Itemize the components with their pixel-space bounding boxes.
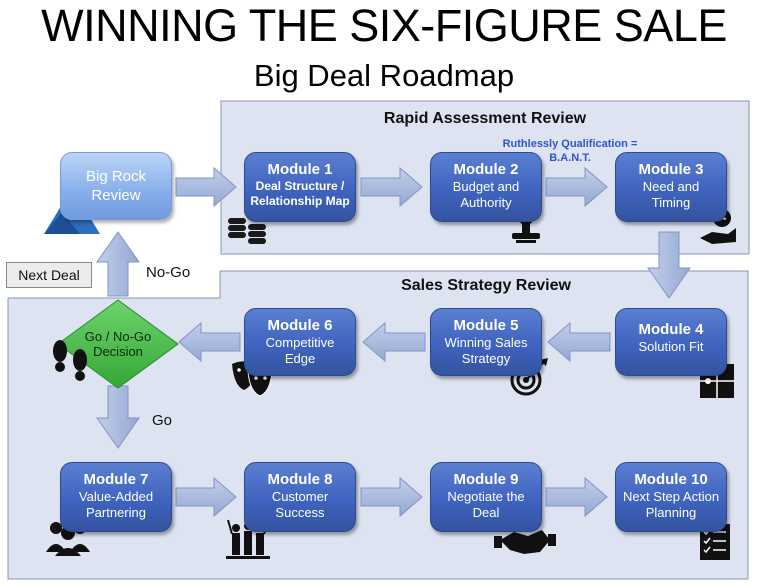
module-4-box: Module 4 Solution Fit (615, 308, 727, 376)
arrow-m7-to-m8 (175, 476, 237, 518)
decision-diamond (57, 299, 179, 389)
arrow-m9-to-m10 (545, 476, 608, 518)
footprints-icon (53, 340, 87, 381)
sales-strategy-label: Sales Strategy Review (401, 277, 571, 294)
page-subtitle: Big Deal Roadmap (253, 58, 515, 93)
module-9-title: Module 9 (453, 471, 519, 488)
module-6-title: Module 6 (267, 317, 333, 334)
module-1-subtitle: Deal Structure / Relationship Map (250, 179, 350, 208)
module-4-subtitle: Solution Fit (638, 339, 704, 354)
module-1-title: Module 1 (267, 161, 333, 178)
module-3-title: Module 3 (638, 161, 704, 178)
module-10-subtitle: Next Step Action Planning (622, 489, 720, 520)
rapid-assessment-label: Rapid Assessment Review (383, 110, 587, 127)
arrow-m3-to-m4 (647, 231, 691, 299)
module-6-box: Module 6 Competitive Edge (244, 308, 356, 376)
module-2-box: Module 2 Budget and Authority (430, 152, 542, 222)
module-2-subtitle: Budget and Authority (452, 179, 520, 210)
page-title: WINNING THE SIX-FIGURE SALE (41, 0, 727, 51)
go-label: Go (152, 412, 173, 429)
module-5-subtitle: Winning Sales Strategy (444, 335, 528, 366)
module-8-subtitle: Customer Success (271, 489, 329, 520)
arrow-m2-to-m3 (545, 166, 608, 208)
module-10-title: Module 10 (634, 471, 708, 488)
module-4-title: Module 4 (638, 321, 704, 338)
arrow-m1-to-m2 (360, 166, 423, 208)
module-7-title: Module 7 (83, 471, 149, 488)
arrow-bigrock-to-m1 (175, 166, 237, 208)
module-7-box: Module 7 Value-Added Partnering (60, 462, 172, 532)
decision-text: Go / No-Go Decision (84, 329, 152, 359)
module-8-box: Module 8 Customer Success (244, 462, 356, 532)
handshake-icon (494, 530, 556, 554)
arrow-m4-to-m5 (547, 321, 611, 363)
decision-label: Go / No-Go Decision (68, 329, 168, 359)
arrow-m8-to-m9 (360, 476, 423, 518)
no-go-label: No-Go (146, 264, 191, 281)
qualification-note: Ruthlessly Qualification = B.A.N.T. (502, 138, 638, 164)
arrow-decision-to-bigrock (96, 231, 140, 297)
module-9-box: Module 9 Negotiate the Deal (430, 462, 542, 532)
module-6-subtitle: Competitive Edge (265, 335, 335, 366)
module-3-subtitle: Need and Timing (642, 179, 700, 210)
module-9-subtitle: Negotiate the Deal (447, 489, 525, 520)
arrow-m6-to-decision (178, 321, 241, 363)
coins-icon (228, 218, 266, 244)
next-deal-box: Next Deal (6, 262, 92, 288)
module-10-box: Module 10 Next Step Action Planning (615, 462, 727, 532)
arrow-decision-to-m7 (96, 385, 140, 449)
arrow-m5-to-m6 (362, 321, 426, 363)
module-1-box: Module 1 Deal Structure / Relationship M… (244, 152, 356, 222)
big-rock-review-label: Big Rock Review (85, 168, 147, 204)
module-2-title: Module 2 (453, 161, 519, 178)
big-rock-review-box: Big Rock Review (60, 152, 172, 220)
module-5-title: Module 5 (453, 317, 519, 334)
module-8-title: Module 8 (267, 471, 333, 488)
module-7-subtitle: Value-Added Partnering (78, 489, 154, 520)
module-5-box: Module 5 Winning Sales Strategy (430, 308, 542, 376)
module-3-box: Module 3 Need and Timing (615, 152, 727, 222)
